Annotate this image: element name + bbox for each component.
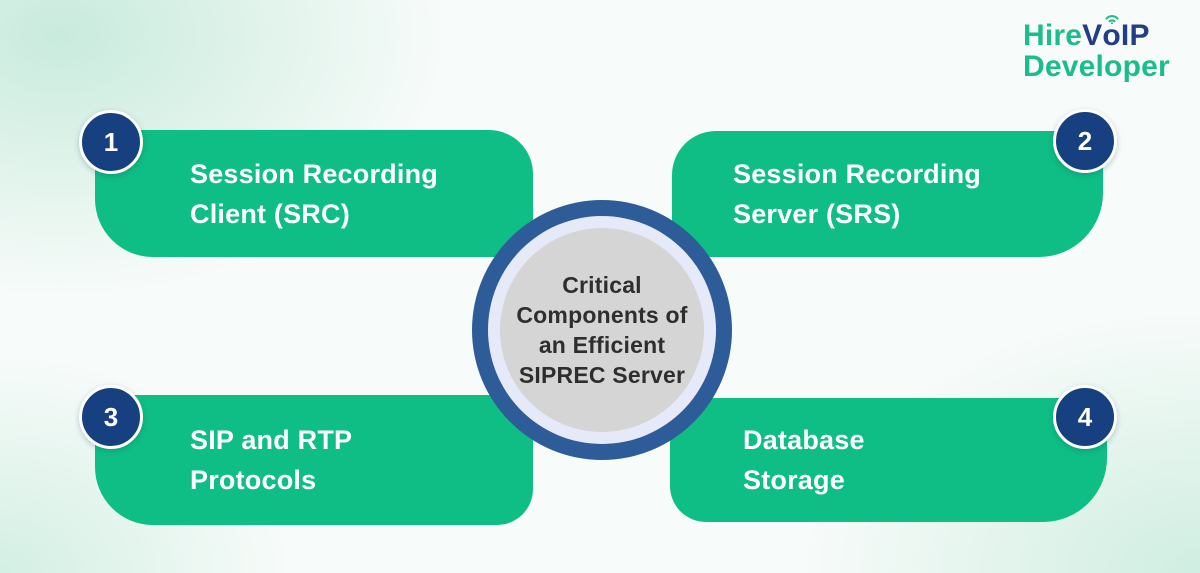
component-card-label: SIP and RTP Protocols (190, 420, 352, 500)
card-label-line-2: Storage (743, 465, 845, 495)
component-card-label: Database Storage (743, 420, 865, 500)
step-number: 4 (1077, 401, 1093, 432)
component-card-session-recording-server: Session Recording Server (SRS) (672, 131, 1103, 257)
step-badge-3: 3 (79, 385, 143, 449)
card-label-line-1: Session Recording (733, 159, 981, 189)
center-hub-circle: Critical Components of an Efficient SIPR… (472, 200, 732, 460)
step-number: 2 (1077, 125, 1093, 156)
component-card-label: Session Recording Server (SRS) (733, 154, 981, 234)
wifi-icon (1105, 15, 1119, 24)
step-badge-1: 1 (79, 110, 143, 174)
component-card-session-recording-client: Session Recording Client (SRC) (95, 130, 533, 257)
component-card-database-storage: Database Storage (670, 398, 1107, 522)
step-badge-2: 2 (1053, 109, 1117, 173)
card-label-line-2: Server (SRS) (733, 199, 901, 229)
title-line-2: Components of (516, 302, 688, 328)
logo-o-text: o (1102, 19, 1121, 52)
step-badge-4: 4 (1053, 385, 1117, 449)
card-label-line-1: Database (743, 425, 865, 455)
card-label-line-2: Protocols (190, 465, 317, 495)
logo-v-text: V (1082, 19, 1103, 52)
logo-o-with-wifi: o (1102, 15, 1121, 52)
card-label-line-1: Session Recording (190, 158, 438, 189)
component-card-label: Session Recording Client (SRC) (190, 154, 438, 234)
logo-hire-text: Hire (1023, 19, 1083, 52)
title-line-1: Critical (562, 272, 642, 298)
card-label-line-1: SIP and RTP (190, 425, 353, 455)
component-card-sip-rtp-protocols: SIP and RTP Protocols (95, 395, 533, 525)
card-label-line-2: Client (SRC) (190, 198, 350, 229)
step-number: 1 (103, 126, 119, 157)
hub-core-circle: Critical Components of an Efficient SIPR… (500, 228, 704, 432)
logo-ip-text: IP (1120, 19, 1150, 52)
logo-line-2: Developer (1023, 50, 1170, 83)
title-line-3: an Efficient (538, 332, 666, 358)
step-number: 3 (103, 401, 119, 432)
title-line-4: SIPREC Server (518, 362, 686, 388)
diagram-title: Critical Components of an Efficient SIPR… (516, 270, 687, 390)
hub-inner-ring: Critical Components of an Efficient SIPR… (488, 216, 716, 444)
